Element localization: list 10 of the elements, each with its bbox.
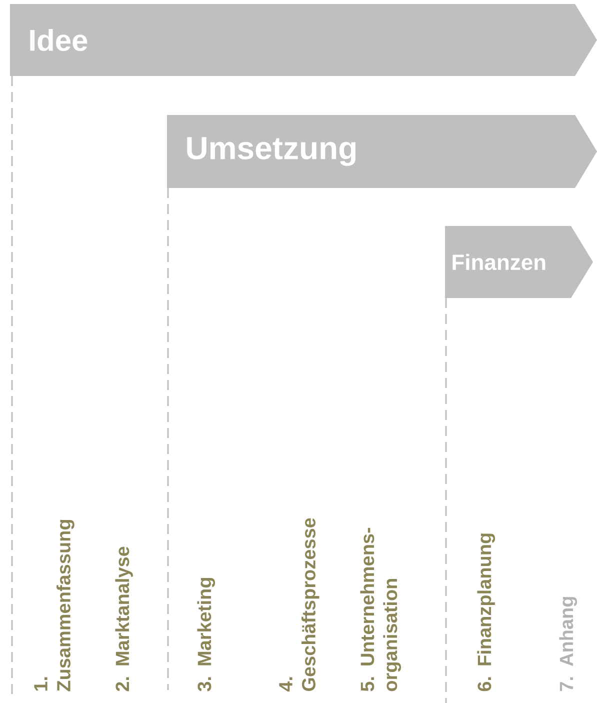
section-label: 3. Marketing (197, 578, 215, 692)
section-label: 5. Unternehmens- organisation (360, 528, 401, 692)
section-label: 2. Marktanalyse (115, 546, 133, 692)
section-label: 6. Finanzplanung (477, 534, 495, 692)
arrow-band: Umsetzung (167, 115, 597, 188)
arrow-band: Idee (10, 4, 597, 76)
section-label: 1. Zusammenfassung (34, 520, 74, 692)
section-label: 7. Anhang (559, 597, 577, 691)
arrow-band: Finanzen (445, 226, 593, 298)
section-label: 4. Geschäftsprozesse (279, 518, 320, 692)
